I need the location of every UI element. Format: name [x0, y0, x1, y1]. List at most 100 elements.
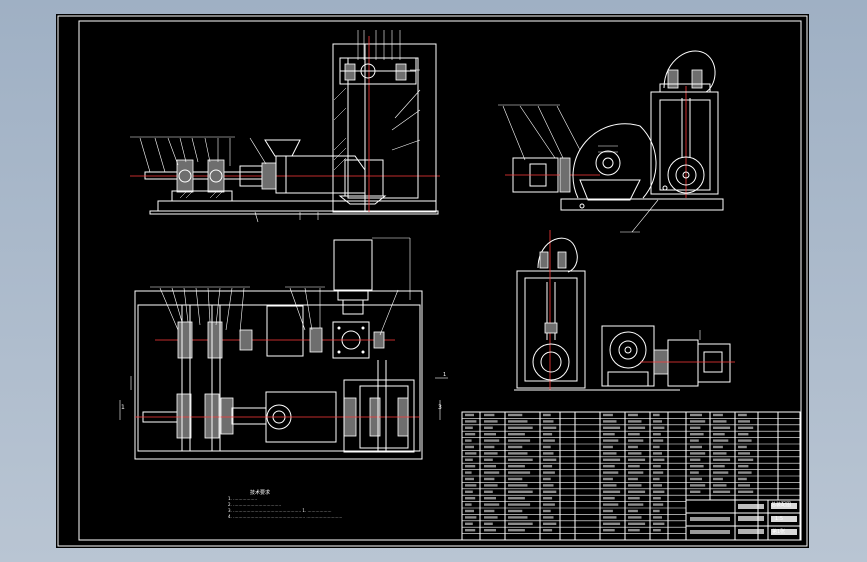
table-cell-glyphs [465, 452, 477, 455]
table-cell-glyphs [713, 458, 731, 461]
table-cell-glyphs [484, 452, 498, 455]
table-cell-glyphs [690, 471, 699, 474]
table-cell-glyphs [543, 433, 553, 436]
table-cell-glyphs [603, 420, 617, 423]
table-cell-glyphs [690, 445, 702, 449]
table-cell-glyphs [713, 420, 727, 423]
table-cell-glyphs [603, 426, 621, 429]
sheet-inner-border [78, 20, 802, 541]
table-cell-glyphs [484, 529, 496, 532]
table-cell-glyphs [465, 471, 472, 474]
table-cell-glyphs [738, 413, 747, 417]
title-block-drawing-name: 总装配图 [771, 502, 792, 508]
table-cell-glyphs [543, 477, 551, 481]
table-cell-glyphs [738, 458, 754, 461]
table-cell-glyphs [713, 465, 725, 468]
table-cell-glyphs [628, 516, 642, 519]
table-cell-glyphs [484, 477, 495, 481]
table-cell-glyphs [713, 484, 727, 487]
technical-notes: 技术要求 1. ……………… 2. ……………………………… 3. ………………… [228, 490, 342, 520]
table-cell-glyphs [543, 497, 553, 500]
table-cell-glyphs [484, 522, 493, 525]
table-cell-glyphs [738, 484, 750, 487]
table-cell-glyphs [738, 490, 754, 493]
table-cell-glyphs [543, 509, 551, 513]
table-cell-glyphs [738, 477, 747, 481]
section-mark-left: 1 [121, 404, 125, 411]
table-cell-glyphs [508, 503, 531, 506]
table-cell-glyphs [653, 413, 660, 417]
table-cell-glyphs [653, 433, 661, 436]
technical-note-4: 4. ……………………………………………… ……………………… [228, 514, 343, 519]
table-cell-glyphs [508, 516, 528, 519]
table-cell-glyphs [484, 516, 498, 519]
table-cell-glyphs [628, 445, 638, 449]
table-cell-glyphs [628, 433, 640, 436]
table-cell-glyphs [465, 420, 477, 423]
table-cell-glyphs [713, 433, 725, 436]
table-cell-glyphs [690, 433, 704, 436]
table-cell-glyphs [543, 420, 554, 423]
technical-note-1: 1. ……………… [228, 496, 258, 501]
technical-notes-title: 技术要求 [250, 490, 271, 496]
table-cell-glyphs [628, 420, 642, 423]
section-mark-right-b: 1 [443, 372, 447, 378]
table-cell-glyphs [484, 458, 493, 461]
table-cell-glyphs [484, 426, 493, 429]
table-cell-glyphs [653, 516, 662, 519]
table-cell-glyphs [508, 452, 528, 455]
table-cell-glyphs [738, 439, 752, 442]
table-cell-glyphs [603, 477, 613, 481]
table-cell-glyphs [653, 477, 660, 481]
table-cell-glyphs [603, 471, 619, 474]
table-cell-glyphs [508, 445, 523, 449]
table-cell-glyphs [543, 413, 551, 417]
technical-note-3: 3. …………………………………………… 1. ……………… [228, 508, 332, 513]
table-cell-glyphs [738, 420, 750, 423]
table-cell-glyphs [653, 439, 664, 442]
table-cell-glyphs [628, 471, 644, 474]
table-cell-glyphs [603, 458, 621, 461]
table-cell-glyphs [690, 420, 706, 423]
table-cell-glyphs [465, 522, 473, 525]
table-cell-glyphs [690, 426, 701, 429]
table-cell-glyphs [713, 452, 727, 455]
table-cell-glyphs [543, 471, 555, 474]
table-cell-glyphs [465, 439, 472, 442]
table-cell-glyphs [465, 433, 476, 436]
table-cell-glyphs [628, 522, 646, 525]
side-view [498, 50, 724, 233]
table-cell-glyphs [465, 465, 476, 468]
table-cell-glyphs [484, 484, 498, 487]
table-cell-glyphs [543, 503, 555, 506]
table-cell-glyphs [603, 529, 615, 532]
table-cell-glyphs [465, 529, 476, 532]
table-cell-glyphs [603, 490, 621, 493]
title-block-scale: 1:5 [775, 516, 784, 522]
table-cell-glyphs [603, 522, 621, 525]
table-cell-glyphs [465, 503, 472, 506]
table-cell-glyphs [543, 529, 553, 532]
table-cell-glyphs [653, 529, 661, 532]
table-cell-glyphs [465, 426, 473, 429]
table-cell-glyphs [508, 413, 523, 417]
table-cell-glyphs [713, 477, 723, 481]
table-cell-glyphs [508, 439, 531, 442]
table-cell-glyphs [628, 439, 644, 442]
table-cell-glyphs [690, 452, 706, 455]
table-cell-glyphs [603, 509, 613, 513]
table-cell-glyphs [603, 433, 615, 436]
table-cell-glyphs [653, 490, 665, 493]
table-cell-glyphs [543, 452, 554, 455]
top-view [119, 237, 448, 460]
table-cell-glyphs [738, 426, 754, 429]
table-cell-glyphs [508, 433, 525, 436]
table-cell-glyphs [603, 497, 615, 500]
table-cell-glyphs [628, 452, 642, 455]
table-cell-glyphs [543, 490, 557, 493]
table-cell-glyphs [484, 503, 500, 506]
table-cell-glyphs [653, 509, 660, 513]
table-cell-glyphs [508, 529, 525, 532]
